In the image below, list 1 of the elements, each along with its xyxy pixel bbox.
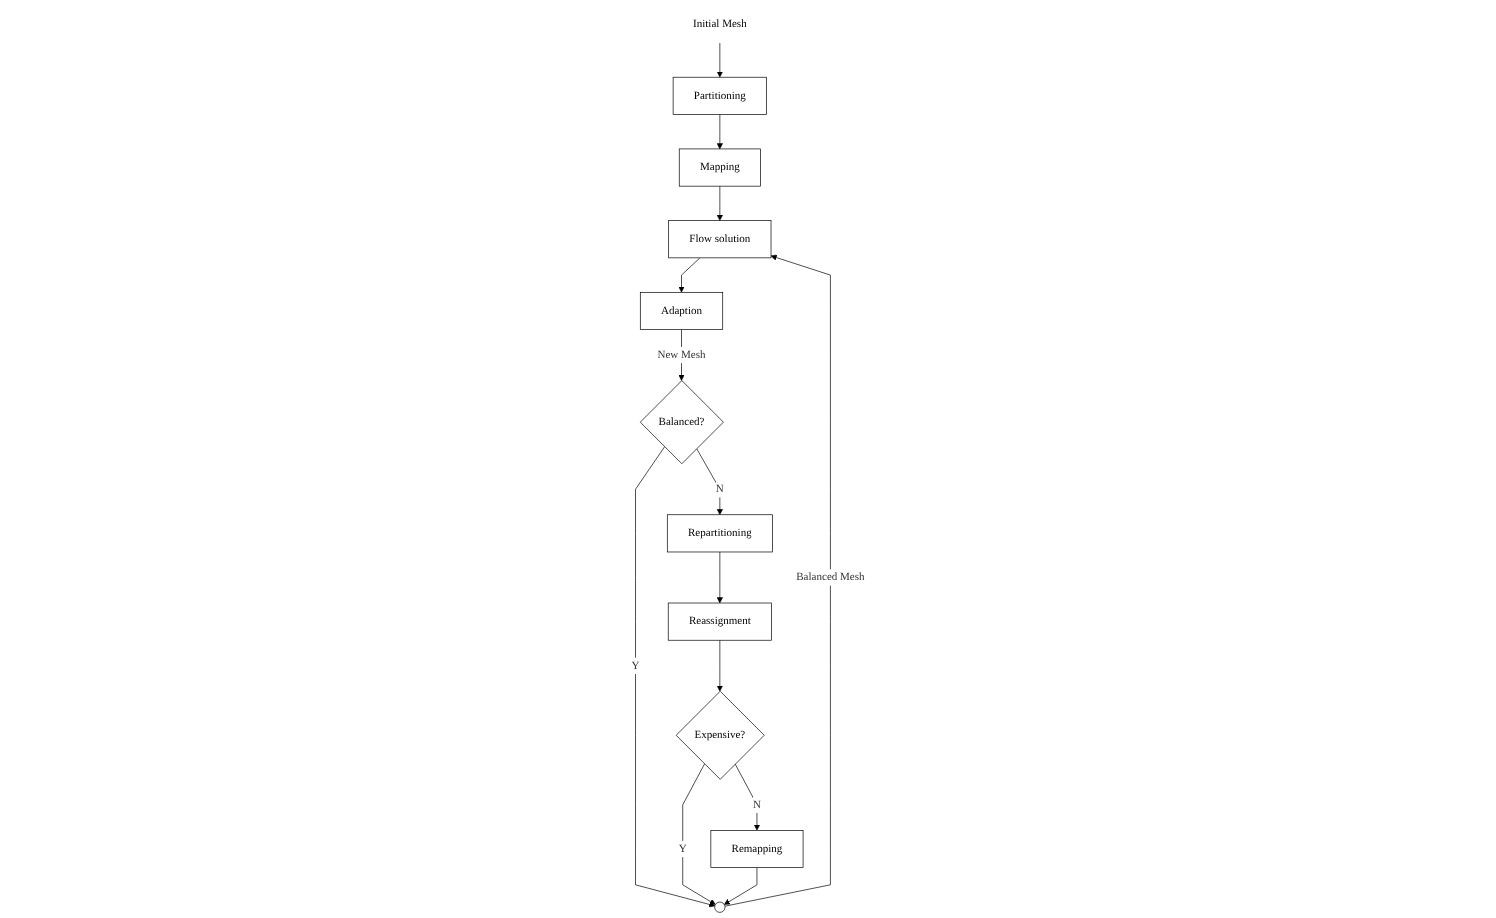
node-circle xyxy=(714,901,726,913)
